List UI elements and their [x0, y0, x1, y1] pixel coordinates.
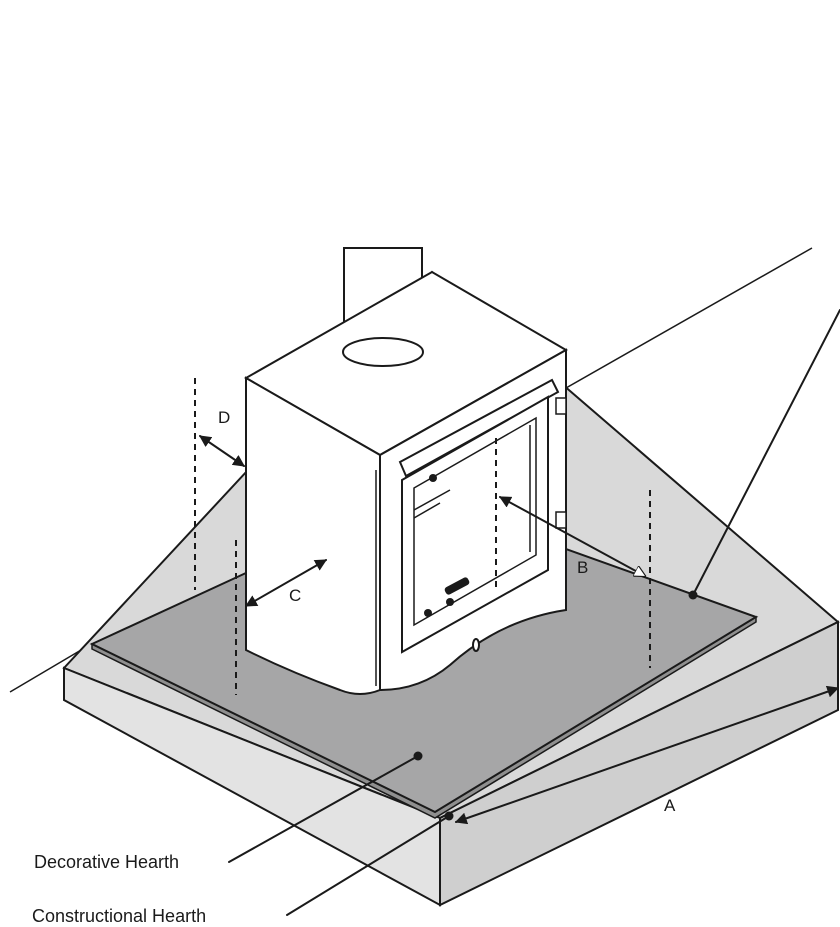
leader-right	[692, 309, 840, 596]
firebox-bolt-3	[429, 474, 437, 482]
dimension-b-arrow	[500, 496, 645, 576]
firebox-bolt	[424, 609, 432, 617]
leader-constructional-dot	[444, 811, 454, 821]
callout-leaders	[228, 309, 840, 916]
clearance-lines	[194, 378, 651, 695]
caption-constructional-hearth: Constructional Hearth	[32, 906, 206, 926]
label-c: C	[289, 586, 301, 605]
dimension-arrows	[199, 435, 840, 825]
dimension-d-arrow	[199, 435, 245, 467]
label-a: A	[664, 796, 676, 815]
grate-slot	[444, 577, 470, 595]
flue-collar	[342, 337, 424, 367]
door-knob	[472, 638, 480, 652]
leader-decorative-dot	[413, 751, 423, 761]
leader-right-dot	[688, 590, 698, 600]
stove	[243, 247, 569, 695]
canopy-bar	[398, 378, 560, 478]
label-d: D	[218, 408, 230, 427]
dimension-a-arrow	[454, 685, 840, 825]
dimension-c-arrow	[244, 559, 328, 607]
label-b: B	[577, 558, 588, 577]
caption-decorative-hearth: Decorative Hearth	[34, 852, 179, 872]
hinge-bottom	[555, 511, 567, 529]
stove-front	[245, 376, 381, 695]
leader-constructional	[286, 815, 450, 916]
firebox-bolt-2	[446, 598, 454, 606]
hinge-top	[555, 397, 567, 415]
leader-decorative	[228, 755, 419, 863]
